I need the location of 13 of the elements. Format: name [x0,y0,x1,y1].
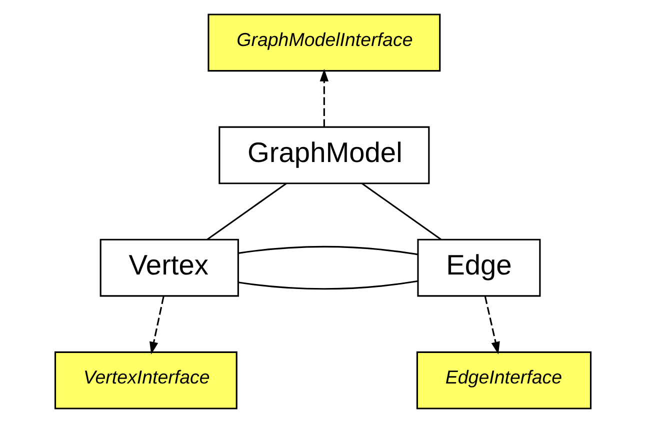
node-box: EdgeInterface [416,351,592,410]
node-box: Vertex [99,238,238,297]
arrow [149,296,164,354]
arrow [484,296,500,354]
connector [238,246,418,256]
connector [206,182,286,240]
arrow [319,68,328,127]
connector [238,280,418,290]
node-box: GraphModel [218,126,430,184]
connector [361,182,441,240]
node-box: Edge [416,238,540,297]
node-box: VertexInterface [54,351,237,410]
node-box: GraphModelInterface [207,14,440,72]
